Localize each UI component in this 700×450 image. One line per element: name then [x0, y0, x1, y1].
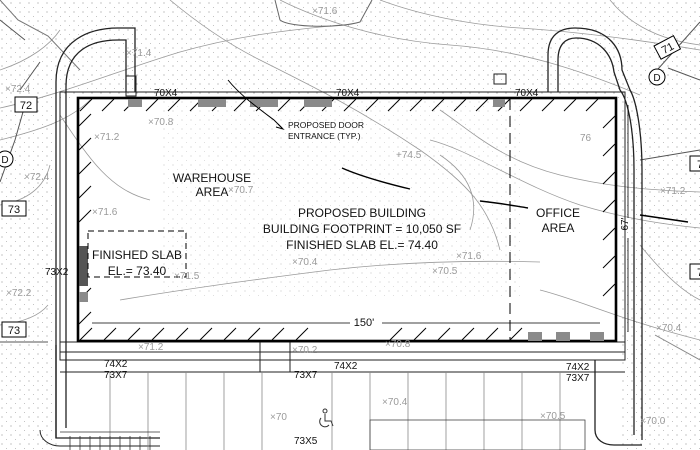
spot-elevation: ×72.4	[24, 172, 50, 183]
building-title-line3: FINISHED SLAB EL.= 74.40	[286, 238, 438, 252]
contour-tag-73-top: 73	[8, 204, 20, 216]
spot-elevation: ×70.5	[540, 411, 566, 422]
pad-label-top-left: 70X4	[154, 88, 178, 99]
spot-elevation: ×70.8	[148, 117, 174, 128]
spot-elevation: ×70.5	[432, 266, 458, 277]
area-labels: WAREHOUSE AREA OFFICE AREA	[173, 171, 580, 235]
finished-slab-line1: FINISHED SLAB	[92, 248, 182, 262]
spot-elevation: ×71.2	[138, 342, 164, 353]
finished-slab-label: FINISHED SLAB EL.= 73.40	[92, 248, 182, 278]
door-pads	[79, 99, 604, 341]
pad-label-bottom-mid-b: 74X2	[334, 361, 358, 372]
spot-elevation: +74.5	[396, 150, 422, 161]
spot-elevation: ×70.4	[292, 257, 318, 268]
spot-elevation: ×71.2	[660, 186, 686, 197]
spot-elevation: ×70.2	[292, 345, 318, 356]
building-title-line1: PROPOSED BUILDING	[298, 206, 426, 220]
pad-label-bottom-stair: 73X5	[294, 436, 318, 447]
drain-marker-left: D	[1, 155, 8, 166]
spot-elevation: ×71.6	[312, 6, 338, 17]
door-note: PROPOSED DOOR ENTRANCE (TYP.)	[288, 120, 364, 141]
pad-label-bottom-right-a: 74X2	[566, 362, 590, 373]
spot-elevation: ×71.2	[94, 132, 120, 143]
pad-label-bottom-left-a: 74X2	[104, 359, 128, 370]
stair-treads	[60, 431, 160, 450]
spot-elevation: 76	[580, 133, 592, 144]
finished-slab-outline	[87, 230, 187, 278]
contour-tag-72: 72	[20, 100, 32, 112]
spot-elevation: ×70.0	[640, 416, 666, 427]
pad-label-bottom-left-b: 73X7	[104, 370, 128, 381]
parking-stripes	[109, 372, 586, 450]
dimension-length-label: 150'	[354, 317, 374, 329]
contour-tag-73-bottom: 73	[8, 325, 20, 337]
finished-slab-line2: EL.= 73.40	[108, 264, 167, 278]
spot-elevation: ×70	[270, 412, 287, 423]
contour-tags: 72 73 73 71 74 74 D D	[0, 34, 700, 338]
office-label-line2: AREA	[542, 221, 575, 235]
door-leader	[227, 79, 285, 131]
building-title-line2: BUILDING FOOTPRINT = 10,050 SF	[263, 222, 461, 236]
spot-elevation: ×70.8	[385, 339, 411, 350]
curb-walkway	[39, 27, 643, 447]
pad-label-top-right: 70X4	[515, 88, 539, 99]
spot-elevation: ×70.7	[228, 185, 254, 196]
office-label-line1: OFFICE	[536, 206, 580, 220]
building-title: PROPOSED BUILDING BUILDING FOOTPRINT = 1…	[263, 206, 461, 252]
interior-marks	[341, 167, 689, 223]
spot-elevation: ×70.4	[656, 323, 682, 334]
drain-marker-right: D	[653, 73, 660, 84]
pad-label-bottom-right-b: 73X7	[566, 373, 590, 384]
spot-elevation: ×72.4	[5, 84, 31, 95]
contour-tag-74-top: 74	[697, 159, 700, 171]
pad-label-bottom-mid-a: 73X7	[294, 370, 318, 381]
stoops	[125, 73, 507, 97]
pad-label-top-mid: 70X4	[336, 88, 360, 99]
spot-elevation: ×71.5	[174, 271, 200, 282]
spot-elevation: ×70.4	[382, 397, 408, 408]
spot-elevation: ×71.4	[126, 48, 152, 59]
door-note-line2: ENTRANCE (TYP.)	[288, 131, 361, 141]
spot-elevation: ×71.6	[456, 251, 482, 262]
contour-tag-74-bottom: 74	[697, 267, 700, 279]
contour-lines	[0, 0, 700, 341]
building-footprint	[76, 96, 618, 343]
dimension-width-label: 67'	[620, 217, 631, 230]
spot-elevation: ×72.2	[6, 288, 32, 299]
accessible-parking-icon	[319, 408, 334, 428]
pad-callouts: 70X4 70X4 70X4 73X2 74X2 73X7 73X7 74X2 …	[45, 88, 590, 447]
spot-elevation: ×71.6	[92, 207, 118, 218]
door-note-line1: PROPOSED DOOR	[288, 120, 364, 130]
warehouse-label-line2: AREA	[196, 185, 229, 199]
contour-tag-71: 71	[660, 41, 676, 57]
spot-elevations: ×71.6 ×71.4 ×70.8 ×71.2 ×70.7 ×71.6 ×72.…	[5, 6, 686, 427]
pad-label-side-left: 73X2	[45, 267, 69, 278]
warehouse-label-line1: WAREHOUSE	[173, 171, 251, 185]
